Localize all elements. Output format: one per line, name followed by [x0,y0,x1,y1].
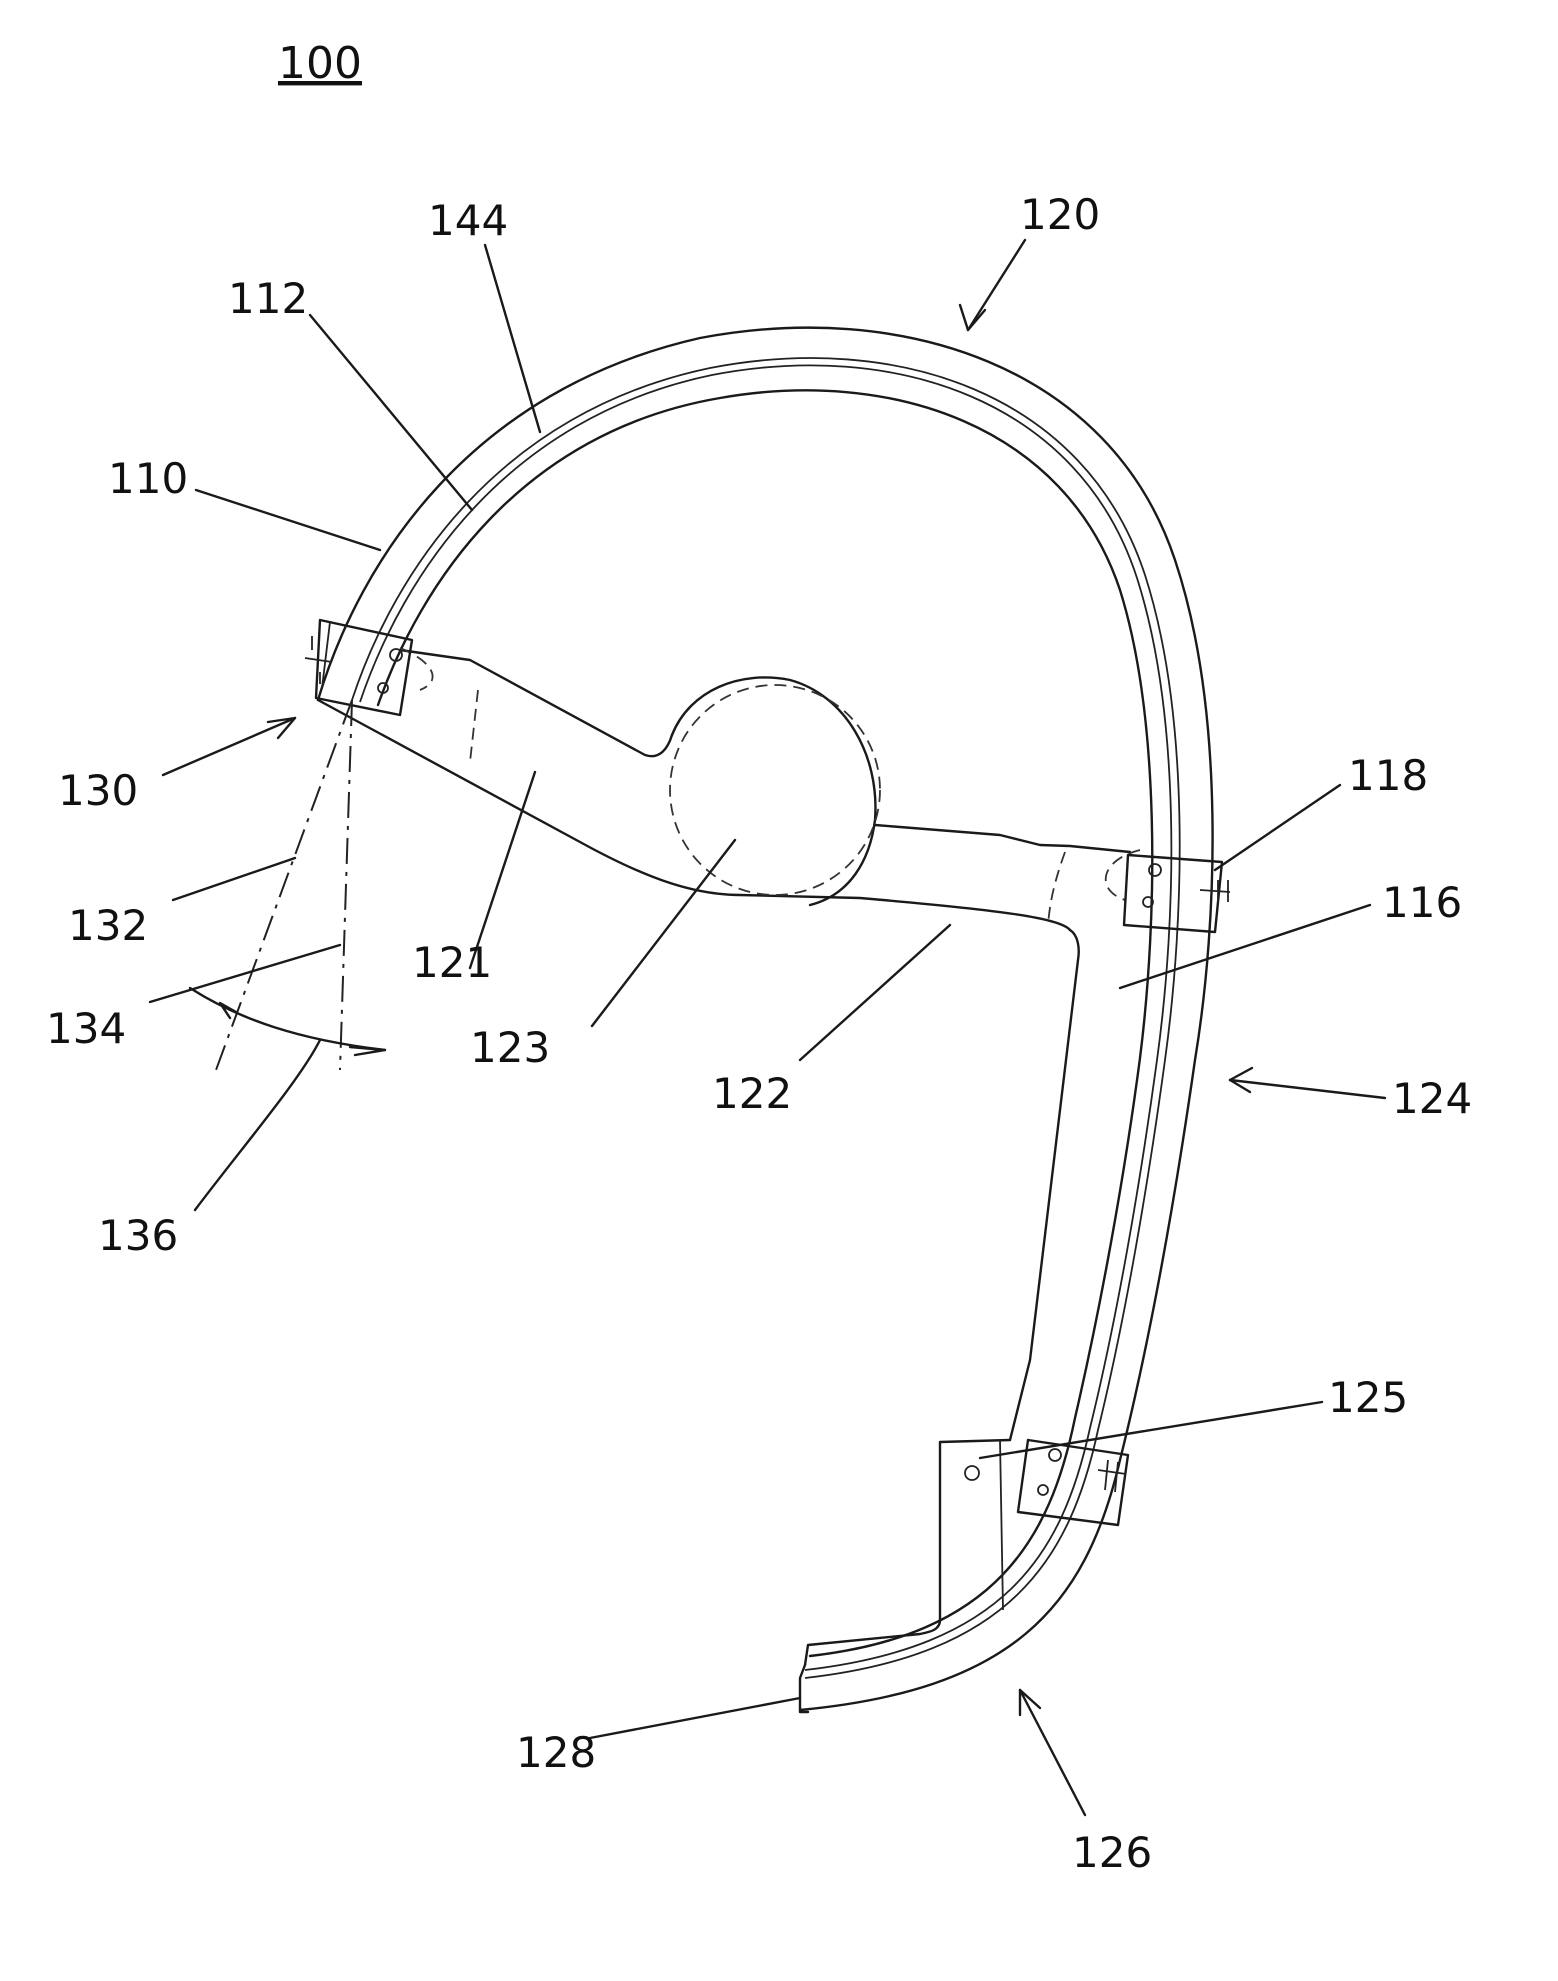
arm-121-lower [318,700,1070,930]
guard-outer-edge [318,328,1213,1710]
leader-118 [1215,785,1340,870]
bracket-118-hole-a [1149,864,1161,876]
label-144: 144 [428,196,508,245]
leader-126 [1020,1690,1085,1815]
arm-121-upper [400,650,672,756]
vertical-reference-line [340,700,352,1070]
leader-144 [485,245,540,432]
angle-arc-136 [190,988,385,1050]
bracket-118-plate [1124,855,1222,932]
leader-123 [592,840,735,1026]
figure-number: 100 [278,38,362,89]
arm-121-section [470,690,478,762]
leg-hole [965,1466,979,1480]
arm-122-section [1048,852,1065,925]
label-136: 136 [98,1211,178,1260]
angle-arrow-left [220,1003,236,1018]
leader-120 [968,240,1025,330]
label-112: 112 [228,274,308,323]
label-116: 116 [1382,878,1462,927]
bracket-118-bolt [1200,880,1230,902]
label-124: 124 [1392,1074,1472,1123]
guard-track-line-a [352,358,1180,1678]
leader-116 [1120,905,1370,988]
bracket-118 [1124,855,1230,932]
leader-132 [173,858,295,900]
leader-124 [1230,1080,1385,1098]
leader-136 [195,1040,320,1210]
label-120: 120 [1020,190,1100,239]
hub-bore-dashed [670,685,880,895]
joint-arc-right [1106,850,1140,900]
label-125: 125 [1328,1373,1408,1422]
label-110: 110 [108,454,188,503]
reference-labels: 110 112 144 120 130 132 134 136 121 123 … [46,190,1472,1877]
label-122: 122 [712,1069,792,1118]
leader-128 [590,1698,800,1738]
leg-inner-line [1000,1440,1003,1610]
label-123: 123 [470,1023,550,1072]
label-118: 118 [1348,751,1428,800]
leader-130 [163,718,295,775]
lower-leg [800,1440,1010,1712]
bracket-125-hole-b [1038,1485,1048,1495]
leader-112 [310,315,472,510]
leader-125 [980,1402,1322,1458]
leader-122 [800,925,950,1060]
bracket-125-hole-a [1049,1449,1061,1461]
label-128: 128 [516,1728,596,1777]
leader-110 [196,490,380,550]
label-126: 126 [1072,1828,1152,1877]
guard-body [318,328,1213,1710]
label-132: 132 [68,901,148,950]
shoe-128 [800,1665,808,1712]
label-130: 130 [58,766,138,815]
arm-122-lower [1010,930,1079,1440]
hub-and-arms [318,648,1140,1440]
label-121: 121 [412,938,492,987]
label-134: 134 [46,1004,126,1053]
axis-line-132 [216,700,352,1070]
arm-122-upper [875,825,1130,852]
guard-track-line-b [360,365,1171,1670]
